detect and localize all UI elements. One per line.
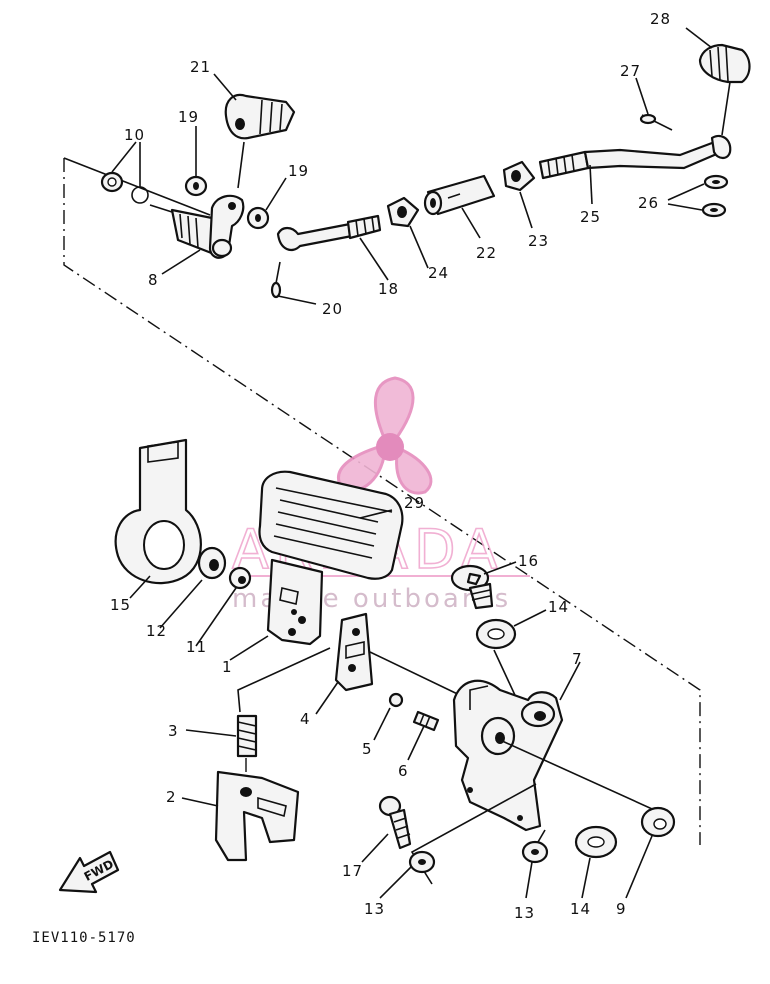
part-9-ring <box>640 806 676 838</box>
propeller-icon <box>337 376 433 495</box>
callout-8: 8 <box>148 271 159 289</box>
part-17-bolt <box>378 795 412 850</box>
assembly-frame <box>63 157 701 845</box>
part-16-bolt <box>450 564 494 610</box>
part-8-shift-shaft <box>149 194 245 259</box>
part-2-lever <box>214 770 300 862</box>
callout-1: 1 <box>222 658 233 676</box>
part-12-bushing <box>197 546 227 580</box>
part-3-spring <box>236 714 258 780</box>
part-21-boot <box>224 93 296 189</box>
callout-12: 12 <box>146 622 167 640</box>
callout-27: 27 <box>620 62 641 80</box>
callout-25: 25 <box>580 208 601 226</box>
callout-4: 4 <box>300 710 311 728</box>
part-1-lever <box>237 558 331 713</box>
callout-24: 24 <box>428 264 449 282</box>
part-23-nut <box>502 160 536 192</box>
part-number-labels: 1 2 3 4 5 6 7 8 9 10 11 12 13 13 14 14 1… <box>110 10 671 922</box>
part-13-washer-2 <box>521 840 549 864</box>
callout-29: 29 <box>404 494 425 512</box>
callout-20: 20 <box>322 300 343 318</box>
part-19-washer <box>184 175 208 197</box>
callout-22: 22 <box>476 244 497 262</box>
callout-5: 5 <box>362 740 373 758</box>
part-7-shift-housing <box>410 679 673 885</box>
part-18-shift-rod <box>276 214 382 252</box>
callout-17: 17 <box>342 862 363 880</box>
callout-16: 16 <box>518 552 539 570</box>
part-6-detent-pin <box>412 710 440 732</box>
callout-15: 15 <box>110 596 131 614</box>
part-14-washer <box>475 618 521 707</box>
part-19-washer-2 <box>246 206 270 230</box>
part-20-cotter-pin <box>270 261 282 299</box>
part-14-washer-2 <box>574 825 618 859</box>
part-25-shift-rod <box>538 134 732 180</box>
leader-lines <box>111 27 713 899</box>
part-4-plate <box>334 612 471 701</box>
callout-13a: 13 <box>364 900 385 918</box>
part-11-washer <box>228 566 252 590</box>
callout-14b: 14 <box>570 900 591 918</box>
part-13-washer <box>408 850 436 874</box>
fwd-arrow-icon: FWD <box>58 850 120 894</box>
callout-10: 10 <box>124 126 145 144</box>
callout-21: 21 <box>190 58 211 76</box>
callout-23: 23 <box>528 232 549 250</box>
part-26-washers <box>701 174 729 218</box>
callout-2: 2 <box>166 788 177 806</box>
callout-28: 28 <box>650 10 671 28</box>
callout-9: 9 <box>616 900 627 918</box>
callout-7: 7 <box>572 650 583 668</box>
part-27-cotter-pin <box>639 113 673 131</box>
part-24-nut <box>386 196 420 228</box>
callout-13b: 13 <box>514 904 535 922</box>
drawing-code: IEV110-5170 <box>32 930 136 946</box>
part-29-boot <box>258 470 404 580</box>
part-22-coupler <box>423 174 496 216</box>
callout-6: 6 <box>398 762 409 780</box>
callout-11: 11 <box>186 638 207 656</box>
callout-18: 18 <box>378 280 399 298</box>
part-15-bracket <box>114 438 202 585</box>
callout-3: 3 <box>168 722 179 740</box>
part-28-boot <box>698 43 751 136</box>
callout-19b: 19 <box>288 162 309 180</box>
part-5-ball <box>388 692 404 708</box>
callout-26: 26 <box>638 194 659 212</box>
callout-19a: 19 <box>178 108 199 126</box>
callout-14a: 14 <box>548 598 569 616</box>
